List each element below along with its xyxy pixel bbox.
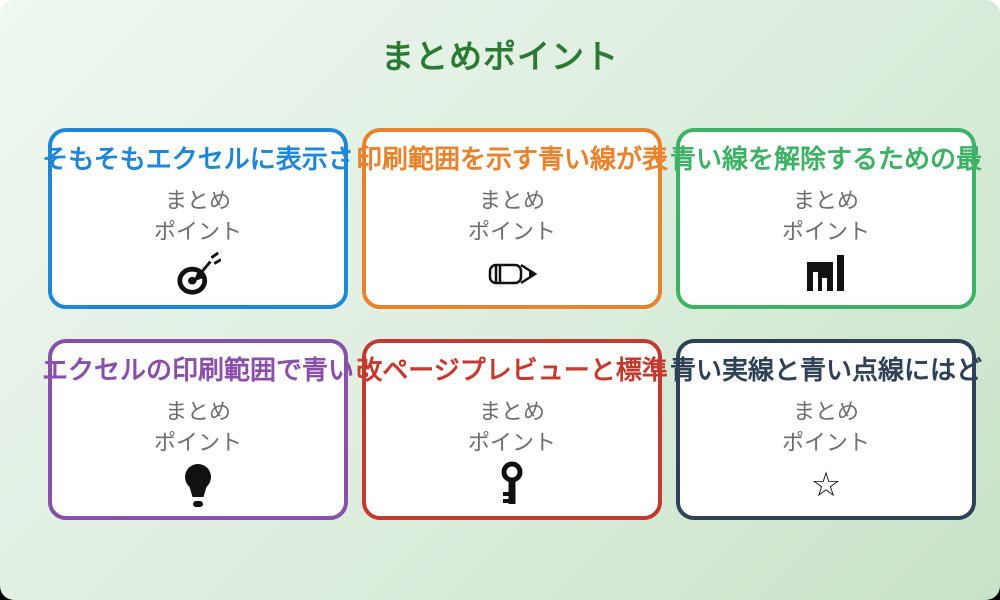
- summary-card-4[interactable]: エクセルの印刷範囲で青い まとめ ポイント: [42, 339, 354, 520]
- card-title: 改ページプレビューと標準: [356, 355, 668, 385]
- pencil-icon: [486, 250, 538, 298]
- card-grid: そもそもエクセルに表示さ まとめ ポイント: [42, 128, 982, 520]
- subtitle-line: ポイント: [153, 218, 242, 244]
- star-glyph: ☆: [810, 465, 842, 504]
- subtitle-line: まとめ: [792, 187, 859, 213]
- subtitle-line: まとめ: [164, 187, 231, 213]
- summary-card-6[interactable]: 青い実線と青い点線にはど まとめ ポイント ☆: [670, 339, 982, 520]
- summary-card-5[interactable]: 改ページプレビューと標準 まとめ ポイント: [356, 339, 668, 520]
- subtitle-line: ポイント: [781, 218, 870, 244]
- target-icon: [175, 250, 221, 298]
- summary-card-3[interactable]: 青い線を解除するための最 まとめ ポイント: [670, 128, 982, 309]
- card-title: エクセルの印刷範囲で青い: [42, 355, 355, 385]
- key-icon: [496, 461, 528, 509]
- card-subtitle: まとめ ポイント: [154, 185, 242, 247]
- bar-chart-icon: [805, 250, 847, 298]
- star-icon: ☆: [811, 461, 841, 509]
- card-subtitle: まとめ ポイント: [782, 396, 870, 458]
- card-title: 青い線を解除するための最: [670, 144, 983, 174]
- page-title: まとめポイント: [381, 38, 619, 75]
- subtitle-line: ポイント: [153, 429, 242, 455]
- subtitle-line: まとめ: [478, 398, 545, 424]
- card-subtitle: まとめ ポイント: [782, 185, 870, 247]
- card-title: そもそもエクセルに表示さ: [42, 144, 354, 174]
- subtitle-line: ポイント: [467, 429, 556, 455]
- card-subtitle: まとめ ポイント: [468, 185, 556, 247]
- subtitle-line: ポイント: [781, 429, 870, 455]
- card-subtitle: まとめ ポイント: [468, 396, 556, 458]
- subtitle-line: まとめ: [164, 398, 231, 424]
- subtitle-line: ポイント: [467, 218, 556, 244]
- card-title: 青い実線と青い点線にはど: [670, 355, 983, 385]
- subtitle-line: まとめ: [478, 187, 545, 213]
- summary-card-2[interactable]: 印刷範囲を示す青い線が表 まとめ ポイント: [356, 128, 668, 309]
- summary-card-1[interactable]: そもそもエクセルに表示さ まとめ ポイント: [42, 128, 354, 309]
- subtitle-line: まとめ: [792, 398, 859, 424]
- card-title: 印刷範囲を示す青い線が表: [356, 144, 669, 174]
- card-subtitle: まとめ ポイント: [154, 396, 242, 458]
- lightbulb-icon: [178, 461, 218, 509]
